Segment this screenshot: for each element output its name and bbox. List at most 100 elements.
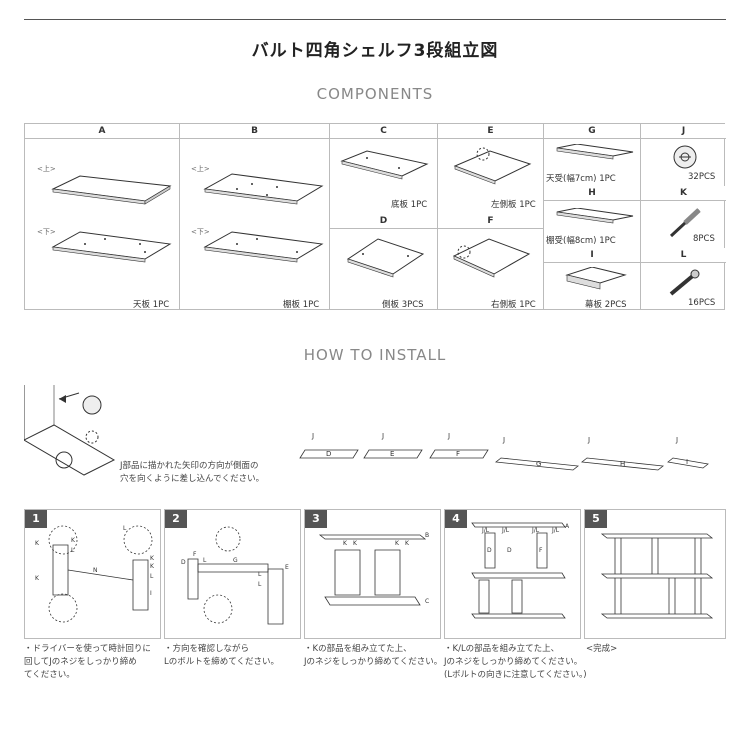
a-tag-top: <上> [37, 165, 56, 173]
header-i: I [543, 248, 640, 263]
svg-text:J/L: J/L [501, 527, 510, 534]
step-5-box: 5 [584, 509, 726, 639]
step-4-number: 4 [445, 510, 467, 528]
svg-text:L: L [150, 573, 154, 580]
svg-text:L: L [71, 547, 75, 554]
header-a: A [25, 124, 179, 139]
step-1-drawing: K K L L N K K L K I [35, 525, 155, 623]
a-tag-bottom: <下> [37, 228, 56, 236]
svg-text:A: A [565, 523, 570, 530]
part-row-letter: F [456, 450, 460, 458]
top-rule [24, 19, 726, 20]
header-f: F [437, 214, 543, 229]
l-label: 16PCS [688, 298, 716, 308]
header-k: K [640, 186, 726, 201]
panel-i-drawing [565, 267, 627, 290]
panel-d-drawing [346, 238, 425, 278]
panel-f-drawing [452, 238, 531, 278]
svg-text:L: L [258, 581, 262, 588]
step-3-number: 3 [305, 510, 327, 528]
step-3-drawing: B K K K K C [318, 532, 429, 606]
svg-text:D: D [507, 547, 512, 554]
header-g: G [543, 124, 640, 139]
step-1-box: 1 K K L L N K K L K I [24, 509, 161, 639]
svg-text:L: L [258, 571, 262, 578]
step-4-drawing: A J/L J/L J/L J/L D D F [471, 522, 570, 619]
svg-text:D: D [181, 559, 186, 566]
step-3-note: ・Kの部品を組み立てた上、Jのネジをしっかり締めてください。 [304, 644, 443, 667]
svg-text:D: D [487, 547, 492, 554]
svg-text:E: E [285, 564, 289, 571]
part-row-drawing: D E F G H I J J J J J J [299, 432, 709, 471]
svg-text:N: N [93, 567, 98, 574]
svg-text:J/L: J/L [481, 527, 490, 534]
header-h: H [543, 186, 640, 201]
part-row-j: J [675, 436, 678, 444]
part-row-j: J [587, 436, 590, 444]
step-4-note: ・K/Lの部品を組み立てた上、Jのネジをしっかり締めてください。(Lボルトの向き… [444, 644, 587, 680]
svg-text:K: K [353, 540, 358, 547]
part-row-j: J [502, 436, 505, 444]
bolt-icon [669, 269, 700, 296]
panel-e-drawing [453, 147, 532, 185]
svg-text:K: K [71, 537, 76, 544]
svg-text:L: L [203, 557, 207, 564]
step-5-number: 5 [585, 510, 607, 528]
svg-text:K: K [150, 555, 155, 562]
header-l: L [640, 248, 726, 263]
svg-text:K: K [35, 575, 40, 582]
svg-text:K: K [405, 540, 410, 547]
panel-g-drawing [556, 144, 634, 160]
step-2-box: 2 F D L E G L L [164, 509, 301, 639]
panel-a-drawing [51, 175, 172, 263]
svg-text:F: F [193, 551, 197, 558]
svg-text:J/L: J/L [551, 527, 560, 534]
b-label: 棚板 1PC [283, 300, 320, 310]
part-row-letter: D [326, 450, 331, 458]
header-d: D [329, 214, 437, 229]
svg-text:K: K [395, 540, 400, 547]
b-tag-top: <上> [191, 165, 210, 173]
components-heading: COMPONENTS [316, 85, 434, 103]
part-row-letter: H [620, 460, 625, 468]
panel-b-drawing [203, 173, 324, 263]
header-b: B [179, 124, 329, 139]
svg-text:I: I [150, 590, 152, 597]
header-c: C [329, 124, 437, 139]
panel-h-drawing [556, 208, 634, 224]
k-label: 8PCS [693, 234, 715, 244]
part-row-j: J [311, 432, 314, 440]
e-label: 左側板 1PC [491, 200, 536, 210]
c-label: 底板 1PC [391, 200, 428, 210]
header-j: J [640, 124, 726, 139]
step-2-drawing: F D L E G L L [181, 526, 289, 625]
install-heading: HOW TO INSTALL [303, 346, 447, 364]
svg-text:B: B [425, 532, 429, 539]
svg-text:K: K [343, 540, 348, 547]
step-3-box: 3 B K K K K C [304, 509, 441, 639]
svg-text:F: F [539, 547, 543, 554]
step-4-box: 4 A J/L J/L J/L J/L D D F [444, 509, 581, 639]
part-row-letter: I [686, 458, 688, 466]
header-e: E [437, 124, 543, 139]
j-label: 32PCS [688, 172, 716, 182]
svg-text:J/L: J/L [531, 527, 540, 534]
part-row-letter: G [536, 460, 541, 468]
step-1-number: 1 [25, 510, 47, 528]
page-title: バルト四角シェルフ3段組立図 [251, 41, 499, 61]
part-row-letter: E [390, 450, 394, 458]
svg-text:K: K [35, 540, 40, 547]
b-tag-bottom: <下> [191, 228, 210, 236]
completed-shelf-drawing [600, 533, 714, 619]
i-label: 幕板 2PCS [585, 300, 627, 310]
part-row-j: J [381, 432, 384, 440]
g-label: 天受(幅7cm) 1PC [546, 174, 616, 184]
cam-lock-detail [24, 385, 116, 476]
step-5-note: <完成> [586, 644, 618, 654]
components-table: A B C E G J D F H K I L <上> <下> 天板 1PC <… [24, 123, 726, 310]
step-1-note: ・ドライバーを使って時計回りに回してJのネジをしっかり締めてください。 [24, 644, 151, 680]
svg-text:G: G [233, 557, 238, 564]
h-label: 棚受(幅8cm) 1PC [546, 236, 616, 246]
panel-c-drawing [340, 150, 429, 180]
